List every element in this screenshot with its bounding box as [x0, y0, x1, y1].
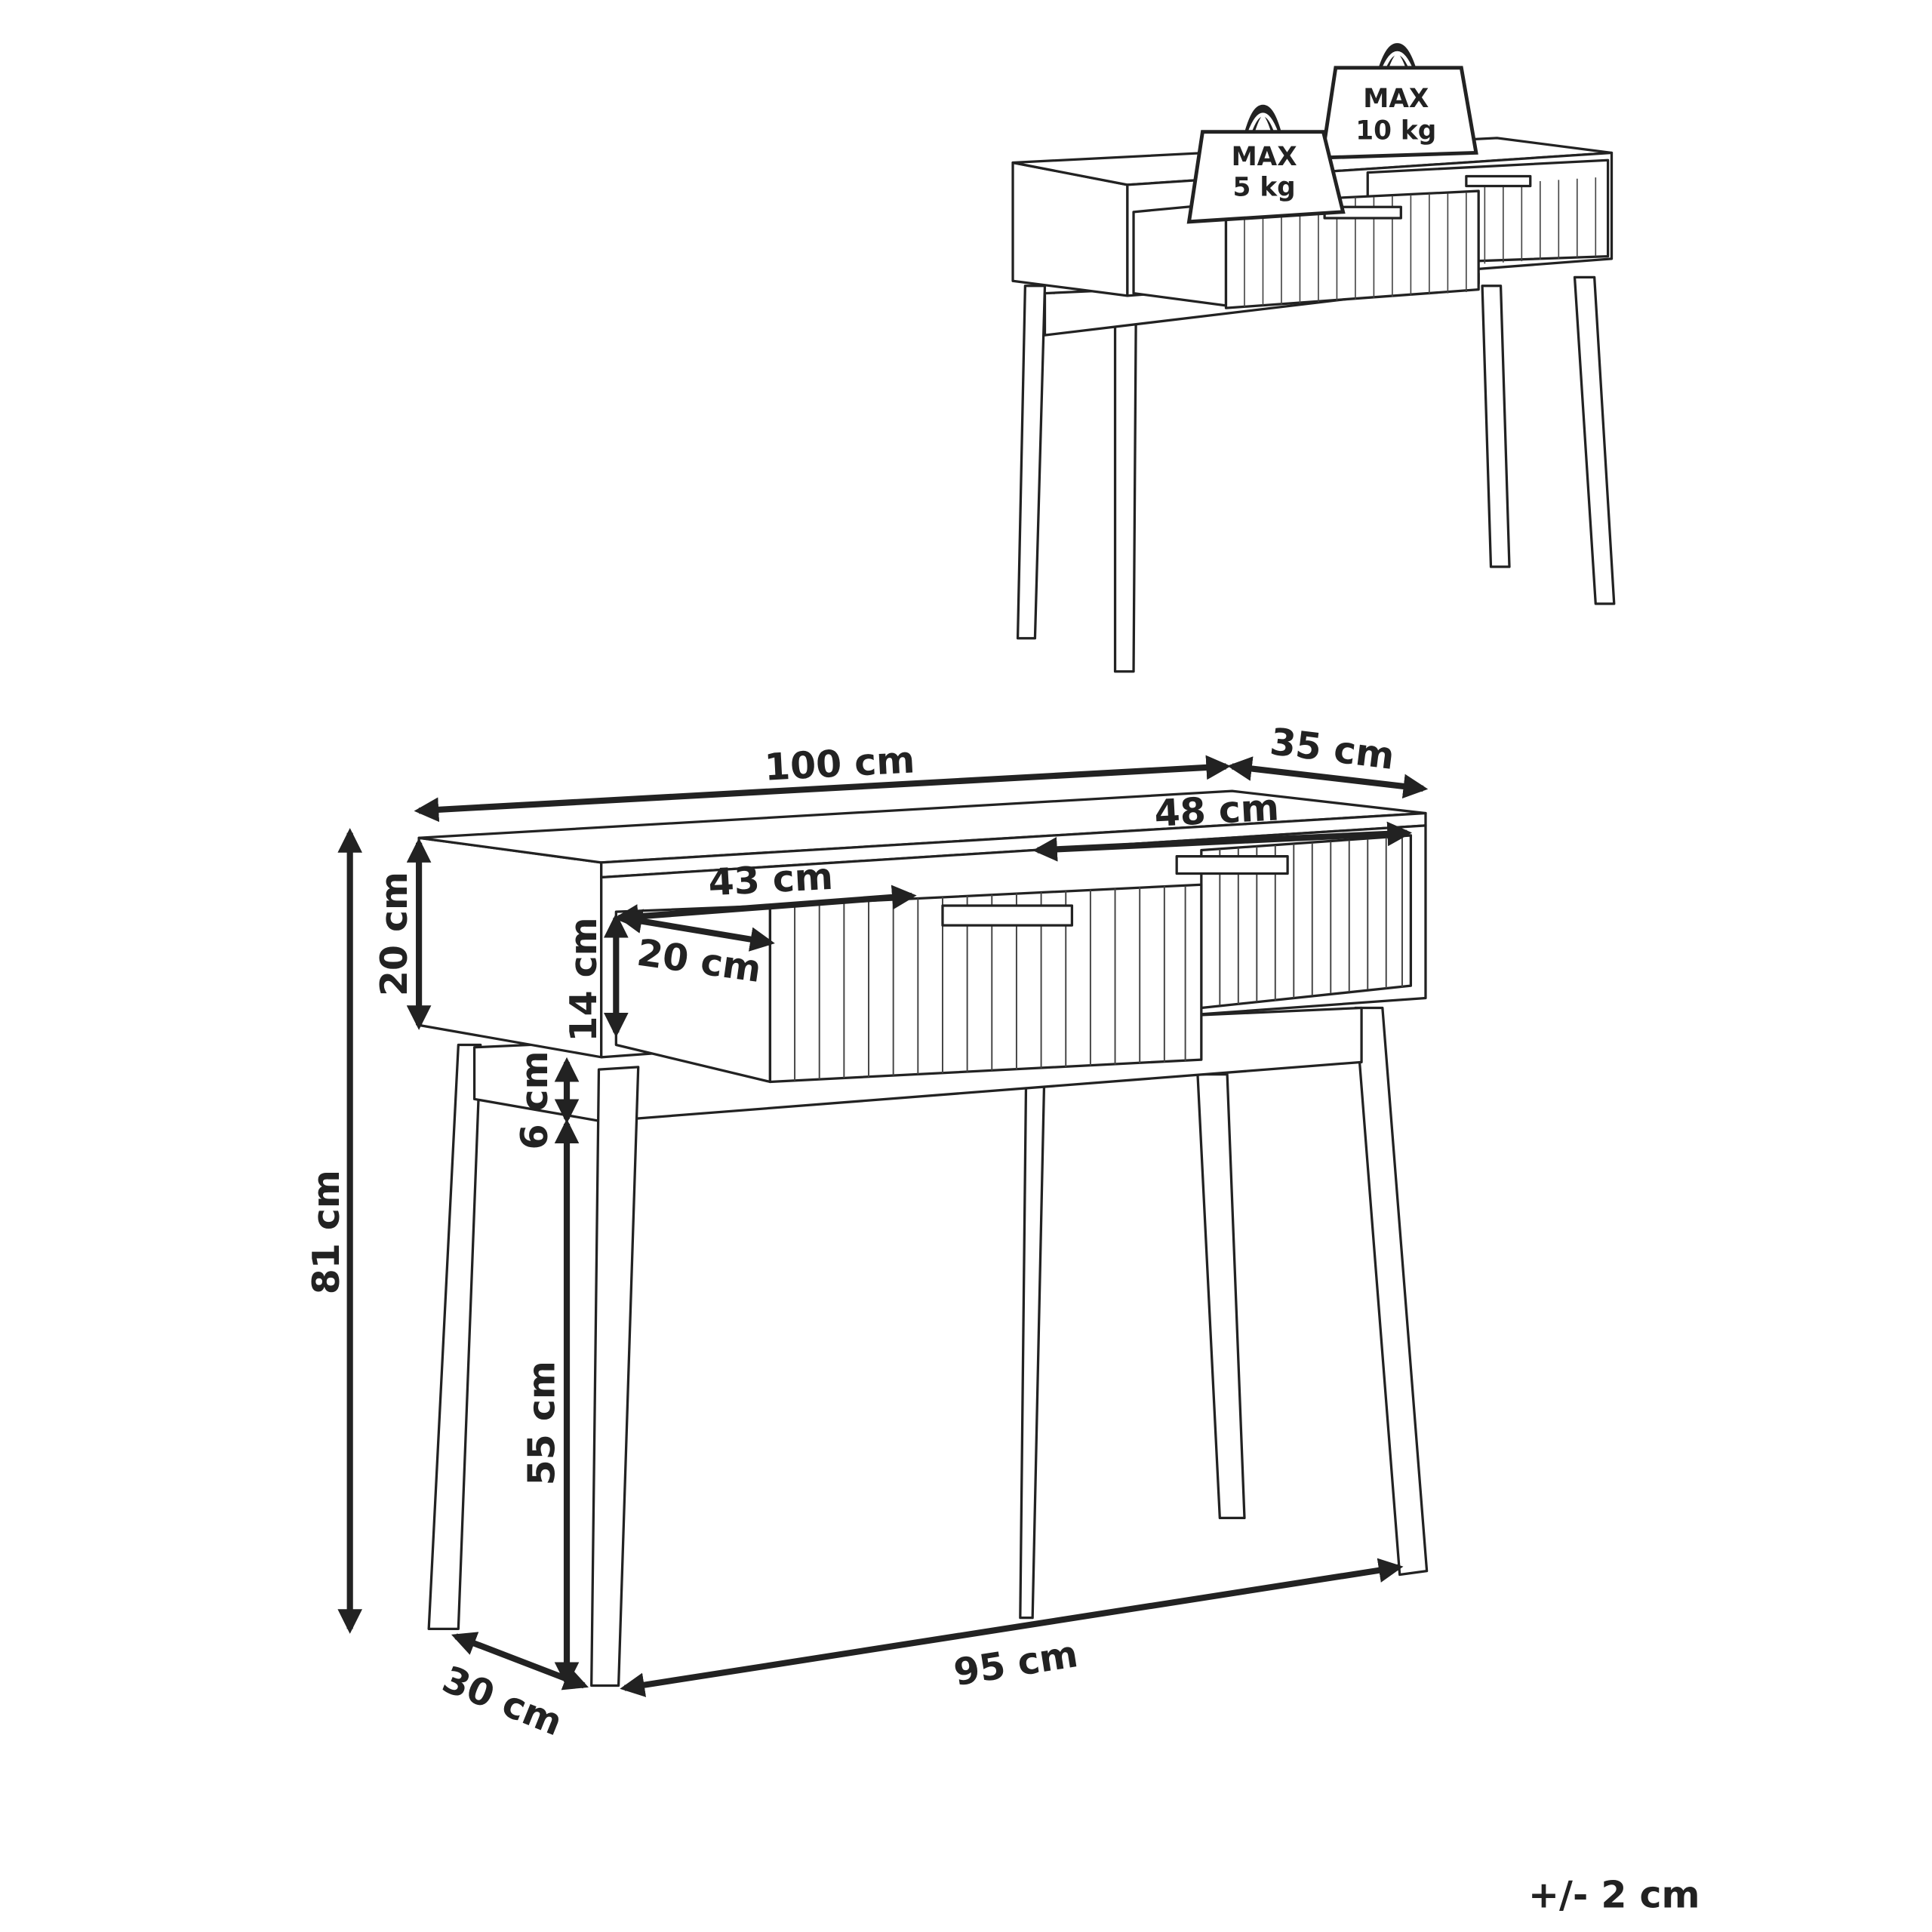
dim-leg-depth-arrow	[451, 1632, 589, 1690]
leg-back-left-small	[1016, 285, 1047, 640]
label-leg-width: 95 cm	[951, 1632, 1081, 1694]
label-depth: 35 cm	[1268, 720, 1397, 778]
open-drawer-front	[768, 883, 1203, 1084]
leg-back-left	[427, 1043, 482, 1630]
weight-5kg-icon: MAX 5 kg	[1186, 104, 1346, 224]
right-drawer-handle	[1465, 174, 1532, 188]
tolerance-note: +/- 2 cm	[1528, 1873, 1700, 1916]
leg-back-right	[1481, 285, 1511, 568]
dimension-labels: 100 cm 35 cm 48 cm 43 cm 20 cm 14 cm 20 …	[305, 720, 1700, 1916]
label-drawer-height: 14 cm	[562, 917, 605, 1041]
dim-width-arrow	[414, 755, 1232, 823]
weight-5kg-max: MAX	[1232, 142, 1297, 172]
open-drawer-front	[1224, 189, 1480, 309]
dimension-lines	[337, 755, 1429, 1697]
dim-inner-width-arrow	[1032, 821, 1413, 862]
leg-front-right	[1573, 275, 1616, 605]
weight-10kg-value: 10 kg	[1355, 115, 1436, 146]
leg-front-left	[590, 1066, 640, 1687]
weight-10kg-max: MAX	[1363, 84, 1429, 114]
load-capacity-illustration: MAX 10 kg MAX 5 kg	[1011, 43, 1616, 1620]
label-leg-height: 55 cm	[521, 1361, 564, 1485]
leg-front-right-inner	[1196, 1073, 1246, 1520]
label-inner-drawer-width: 48 cm	[1153, 786, 1280, 835]
label-body-height: 20 cm	[373, 872, 416, 996]
leg-back-left	[1019, 1050, 1047, 1620]
dim-drawer-depth-arrow	[617, 909, 775, 952]
dimensioned-table-drawing	[417, 789, 1429, 1687]
leg-front-left	[1113, 300, 1137, 673]
label-apron-height: 6 cm	[513, 1051, 556, 1149]
leg-back-right	[1354, 1006, 1429, 1577]
label-width: 100 cm	[764, 738, 916, 789]
open-drawer-handle	[941, 904, 1074, 927]
dim-depth-arrow	[1227, 756, 1429, 799]
weight-10kg-icon: MAX 10 kg	[1319, 43, 1478, 160]
weight-5kg-value: 5 kg	[1233, 173, 1296, 203]
label-total-height: 81 cm	[305, 1170, 348, 1294]
right-drawer-handle	[1175, 855, 1289, 875]
dim-leg-width-arrow	[620, 1558, 1404, 1697]
label-drawer-width: 43 cm	[707, 855, 834, 905]
